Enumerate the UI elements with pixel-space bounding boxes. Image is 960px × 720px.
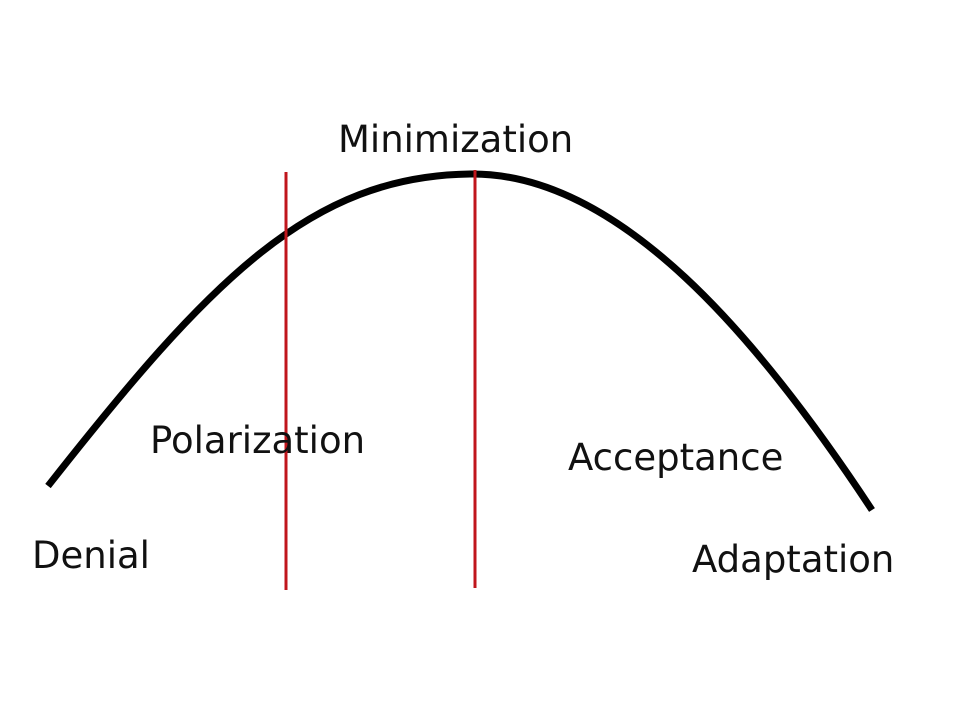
label-denial: Denial: [32, 534, 150, 577]
label-acceptance: Acceptance: [568, 436, 783, 479]
label-minimization: Minimization: [338, 118, 573, 161]
bell-curve: [45, 170, 875, 512]
label-adaptation: Adaptation: [692, 538, 894, 581]
label-polarization: Polarization: [150, 419, 365, 462]
